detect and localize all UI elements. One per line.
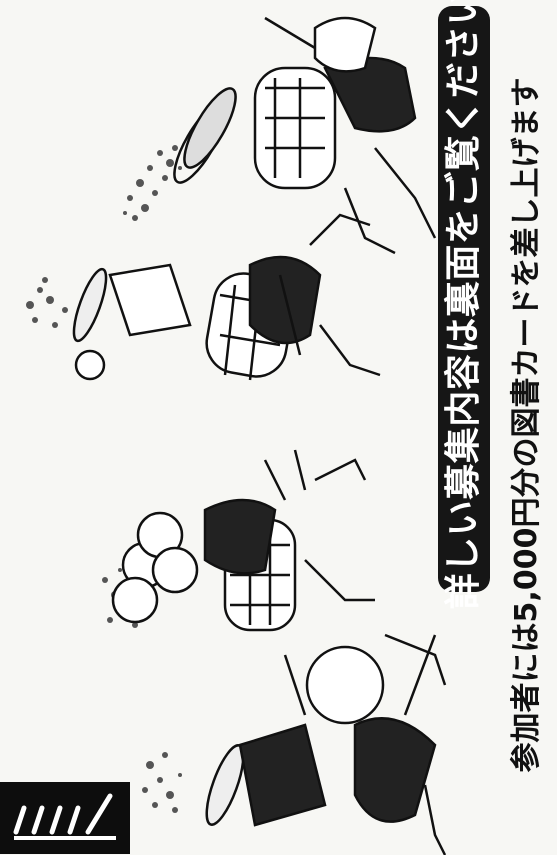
info-banner: 詳しい募集内容は裏面をご覧ください — [438, 0, 490, 609]
drummer-with-drum-icon — [26, 213, 381, 381]
drummer-with-drum-icon — [102, 449, 375, 632]
side-note-text: 参加者には5,000円分の図書カードを差し上げます — [509, 77, 544, 773]
drummer-figure-1 — [115, 8, 437, 258]
drummer-with-cymbals-icon — [123, 16, 437, 255]
stripes-logo-icon — [13, 793, 116, 840]
drummer-with-cymbals-icon — [142, 633, 447, 855]
drummer-figure-2 — [20, 205, 381, 405]
banner-text: 詳しい募集内容は裏面をご覧ください — [443, 0, 484, 610]
logo — [0, 782, 130, 854]
drummer-figure-3 — [95, 449, 395, 650]
drummer-figure-4 — [135, 615, 447, 855]
side-note: 参加者には5,000円分の図書カードを差し上げます — [502, 0, 552, 850]
